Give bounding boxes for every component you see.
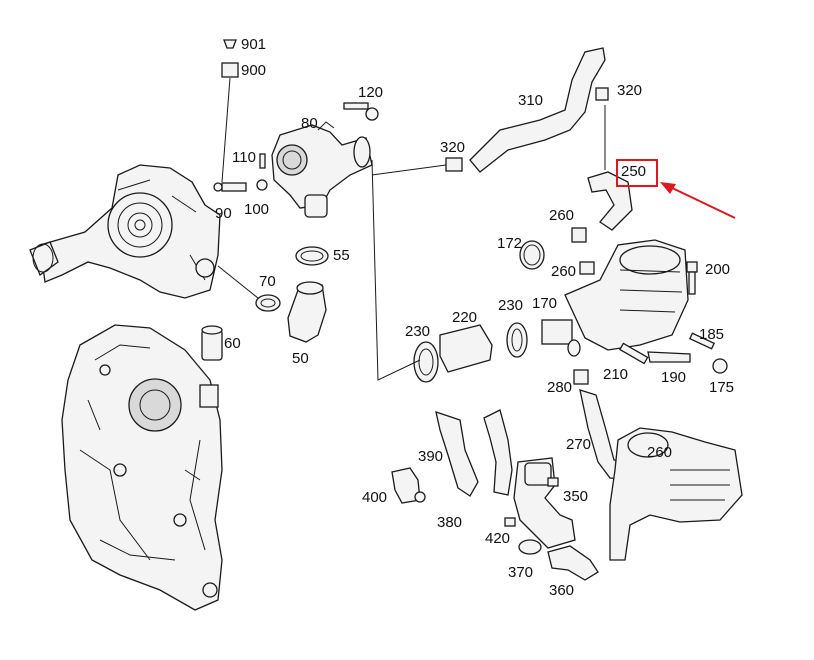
- callout-350[interactable]: 350: [563, 488, 589, 505]
- callout-60[interactable]: 60: [224, 335, 241, 352]
- part-360-hose: [504, 517, 599, 581]
- part-55-clamp: [295, 246, 329, 266]
- callout-310[interactable]: 310: [518, 92, 544, 109]
- callout-100[interactable]: 100: [244, 201, 270, 218]
- callout-210[interactable]: 210: [603, 366, 629, 383]
- leader-lines: [371, 159, 421, 381]
- part-50-hose: [287, 281, 327, 343]
- callout-170[interactable]: 170: [532, 295, 558, 312]
- callout-390[interactable]: 390: [418, 448, 444, 465]
- callout-901[interactable]: 901: [241, 36, 267, 53]
- callout-320-left[interactable]: 320: [440, 139, 466, 156]
- callout-270[interactable]: 270: [566, 436, 592, 453]
- part-320-clip: [371, 87, 609, 176]
- callout-185[interactable]: 185: [699, 326, 725, 343]
- callout-320-top[interactable]: 320: [617, 82, 643, 99]
- callout-230-right[interactable]: 230: [498, 297, 524, 314]
- callout-400[interactable]: 400: [362, 489, 388, 506]
- callout-70[interactable]: 70: [259, 273, 276, 290]
- callout-260-lower[interactable]: 260: [647, 444, 673, 461]
- oil-cooler: [609, 427, 743, 561]
- part-400-bracket: [391, 467, 426, 504]
- part-185-stud: [618, 332, 728, 374]
- callout-420[interactable]: 420: [485, 530, 511, 547]
- callout-230-left[interactable]: 230: [405, 323, 431, 340]
- part-900-connector: [221, 39, 239, 183]
- callout-360[interactable]: 360: [549, 582, 575, 599]
- part-70-clamp: [217, 265, 281, 312]
- highlight-arrow: [660, 182, 736, 219]
- timing-cover: [61, 324, 223, 611]
- callout-220[interactable]: 220: [452, 309, 478, 326]
- callout-120[interactable]: 120: [358, 84, 384, 101]
- part-220-hose: [413, 322, 528, 383]
- callout-280[interactable]: 280: [547, 379, 573, 396]
- callout-50[interactable]: 50: [292, 350, 309, 367]
- callout-190[interactable]: 190: [661, 369, 687, 386]
- callout-260-upper[interactable]: 260: [549, 207, 575, 224]
- callout-90[interactable]: 90: [215, 205, 232, 222]
- part-60-sleeve: [201, 325, 223, 361]
- highlight-box-250: [616, 159, 658, 187]
- callout-80[interactable]: 80: [301, 115, 318, 132]
- callout-110[interactable]: 110: [232, 149, 256, 166]
- part-80-thermostat-housing: [271, 121, 373, 218]
- part-170-module: [541, 239, 689, 357]
- part-350-pump: [513, 457, 576, 549]
- part-390-hose: [435, 409, 513, 497]
- callout-250[interactable]: 250: [621, 163, 647, 180]
- callout-175[interactable]: 175: [709, 379, 735, 396]
- callout-370[interactable]: 370: [508, 564, 534, 581]
- callout-200[interactable]: 200: [705, 261, 731, 278]
- part-200-bolt: [686, 261, 698, 295]
- callout-172[interactable]: 172: [497, 235, 523, 252]
- callout-380[interactable]: 380: [437, 514, 463, 531]
- callout-55[interactable]: 55: [333, 247, 350, 264]
- part-310-hose: [469, 47, 606, 173]
- callout-900[interactable]: 900: [241, 62, 267, 79]
- callout-260-middle[interactable]: 260: [551, 263, 577, 280]
- part-120-bolt: [343, 102, 379, 121]
- part-172-ring: [519, 240, 545, 270]
- part-90-sensor: [213, 153, 268, 192]
- water-pump-housing: [29, 164, 221, 299]
